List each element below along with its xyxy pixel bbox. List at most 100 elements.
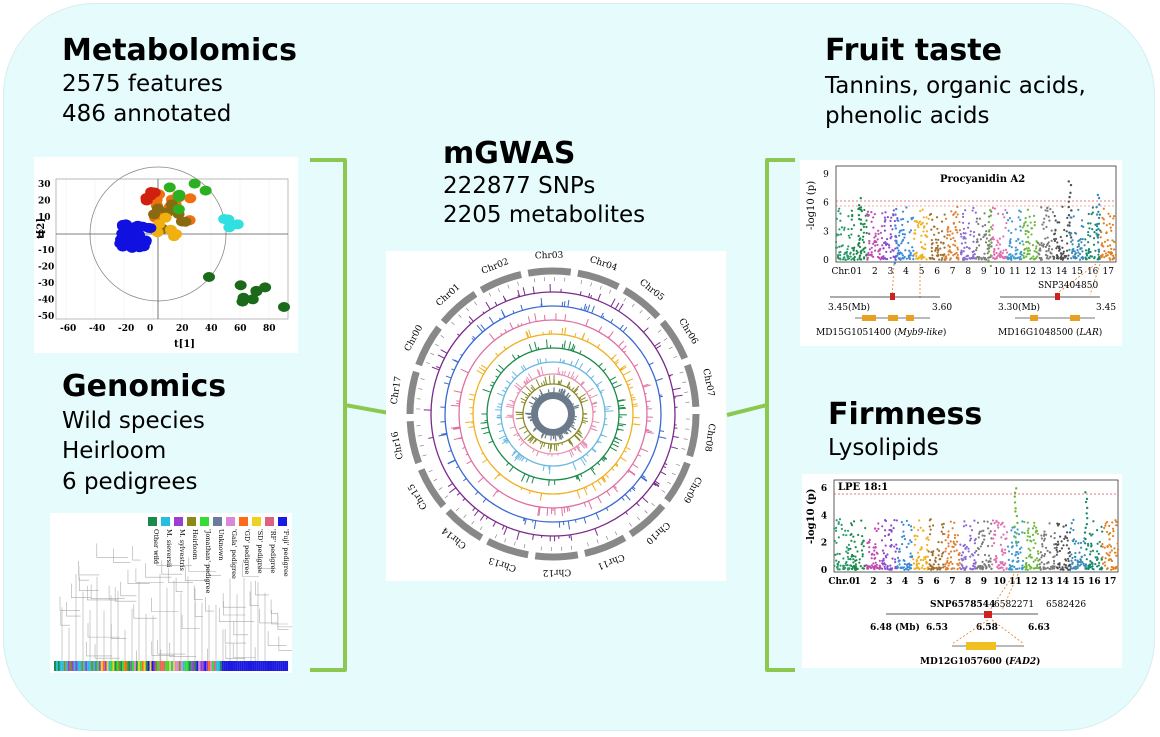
manhattan-point: [860, 519, 863, 522]
circos-tick: [458, 314, 462, 318]
circos-peak: [509, 426, 516, 429]
manhattan-point: [836, 563, 840, 566]
manhattan-point: [965, 565, 968, 568]
manhattan-point: [1016, 256, 1019, 260]
manhattan-peak-point: [1096, 222, 1099, 226]
manhattan-point: [842, 533, 845, 536]
manhattan-point: [976, 546, 980, 550]
manhattan-point: [933, 233, 936, 236]
manhattan-point: [842, 256, 846, 259]
manhattan-point: [1014, 567, 1018, 571]
tree-bar-segment: [252, 661, 255, 671]
tree-bar-segment: [83, 661, 86, 671]
manhattan-point: [1003, 525, 1006, 528]
manhattan-point: [981, 560, 984, 563]
circos-peak: [520, 487, 523, 491]
manhattan-point: [843, 228, 846, 231]
circos-peak: [511, 354, 517, 360]
manhattan-point: [937, 563, 940, 566]
manhattan-xtick: 12: [1025, 577, 1038, 587]
manhattan-point: [999, 543, 1002, 547]
manhattan-point: [977, 532, 981, 535]
manhattan-point: [952, 540, 955, 543]
manhattan-point: [872, 546, 875, 549]
circos-tick: [605, 535, 609, 540]
manhattan-point: [917, 225, 920, 229]
manhattan-peak-point: [1068, 221, 1071, 224]
manhattan-point: [850, 524, 854, 527]
manhattan-point: [1017, 216, 1020, 219]
manhattan-point: [1028, 215, 1031, 218]
circos-peak: [602, 456, 608, 460]
circos-chromosome-label: Chr17: [390, 375, 404, 405]
circos-tick: [661, 490, 666, 493]
manhattan-point: [985, 559, 988, 562]
manhattan-point: [1014, 253, 1017, 256]
manhattan-point: [866, 258, 869, 261]
manhattan-point: [937, 540, 940, 544]
manhattan-point: [1029, 221, 1032, 224]
manhattan-point: [870, 246, 873, 249]
circos-peak: [578, 393, 587, 399]
tree-bar-segment: [192, 661, 195, 671]
manhattan-point: [1023, 520, 1026, 524]
pca-ytick: 0: [38, 230, 44, 240]
manhattan-point: [1078, 551, 1081, 554]
manhattan-point: [980, 566, 984, 569]
manhattan-point: [961, 551, 965, 554]
manhattan-point: [1059, 257, 1062, 261]
manhattan-point: [1067, 564, 1070, 568]
manhattan-point: [940, 555, 943, 558]
manhattan-point: [846, 248, 849, 251]
circos-peak: [567, 299, 570, 308]
manhattan-point: [955, 228, 958, 232]
manhattan-point: [1100, 566, 1103, 569]
manhattan-point: [930, 567, 933, 570]
manhattan-point: [1026, 535, 1029, 538]
manhattan-point: [1107, 212, 1110, 215]
manhattan-point: [962, 525, 965, 528]
circos-chromosome-arc: [406, 420, 422, 465]
circos-peak: [580, 441, 588, 449]
tree-bar-segment: [213, 661, 216, 671]
manhattan-point: [876, 566, 879, 569]
manhattan-point: [846, 529, 850, 532]
manhattan-xtick: 9: [981, 577, 987, 587]
manhattan-point: [1090, 544, 1093, 547]
manhattan-point: [993, 558, 996, 561]
manhattan-point: [940, 220, 944, 223]
circos-core-peak: [534, 396, 538, 400]
manhattan-point: [1087, 567, 1090, 571]
manhattan-point: [855, 252, 858, 255]
circos-peak: [521, 456, 525, 462]
tree-bar-segment: [71, 661, 74, 671]
manhattan-point: [997, 521, 1000, 524]
pca-point: [172, 204, 185, 215]
manhattan-point: [949, 560, 952, 563]
manhattan-point: [867, 567, 870, 570]
tree-bar-segment: [272, 661, 275, 671]
manhattan-point: [924, 247, 927, 250]
manhattan-point: [971, 250, 974, 254]
manhattan-point: [1076, 566, 1079, 569]
circos-peak: [619, 364, 627, 370]
manhattan-point: [1107, 533, 1110, 536]
tree-bar-segment: [100, 661, 103, 671]
manhattan-point: [834, 529, 838, 532]
circos-peak: [602, 457, 606, 461]
tree-bar-segment: [128, 661, 131, 671]
manhattan-point: [1032, 255, 1035, 258]
circos-peak: [577, 475, 581, 482]
manhattan-point: [925, 230, 929, 233]
manhattan-point: [865, 564, 868, 567]
manhattan-point: [846, 555, 849, 559]
manhattan-point: [839, 564, 842, 567]
manhattan-point: [915, 559, 918, 562]
circos-peak: [633, 363, 639, 368]
circos-peak: [610, 298, 616, 307]
manhattan-point: [1048, 551, 1051, 554]
pca-ytick: 10: [38, 213, 51, 223]
manhattan-point: [877, 527, 880, 530]
manhattan-point: [1062, 250, 1065, 253]
manhattan-point: [960, 563, 963, 566]
